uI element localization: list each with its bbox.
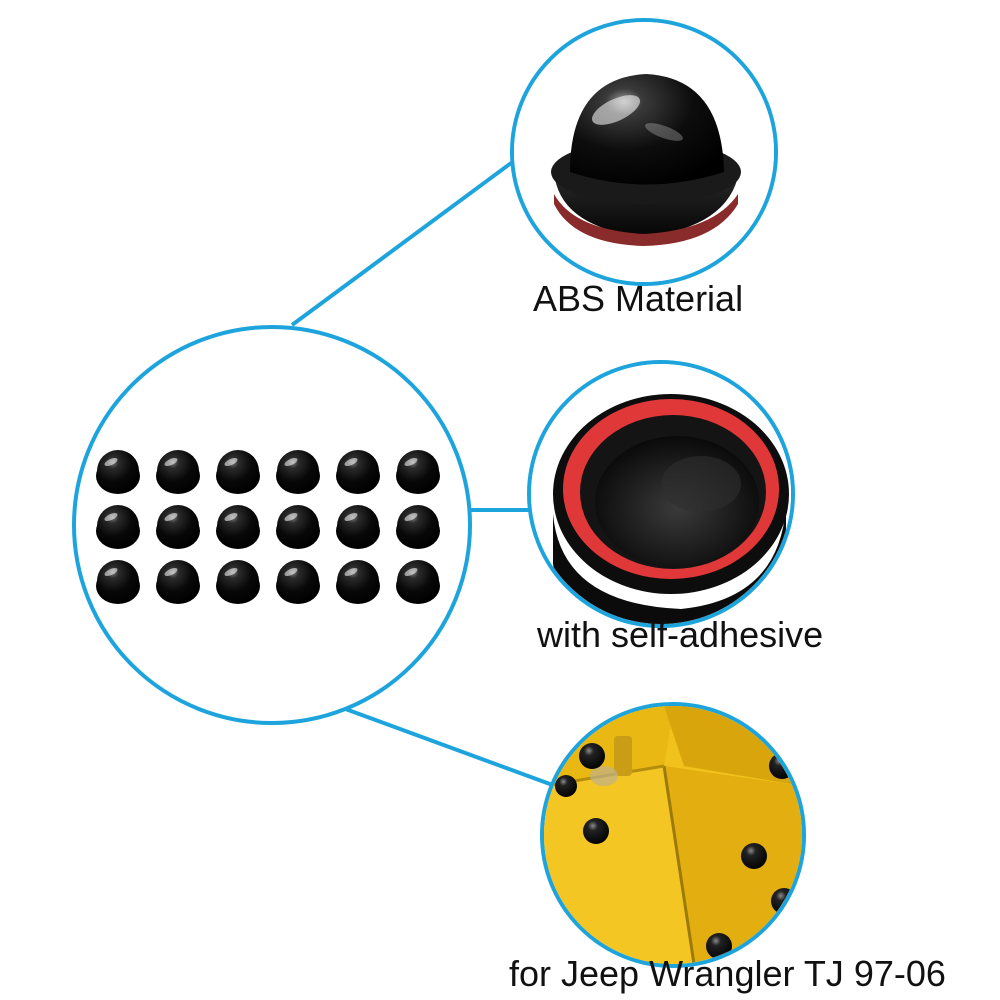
dome-cap	[336, 450, 380, 494]
installed-caps	[555, 743, 797, 959]
dome-cap	[336, 560, 380, 604]
dome-cap	[396, 560, 440, 604]
connector-line-top	[290, 150, 528, 327]
dome-cap	[276, 505, 320, 549]
dome-cap	[156, 505, 200, 549]
dome-cap	[156, 450, 200, 494]
dome-cap	[216, 450, 260, 494]
abs-material-caption: ABS Material	[533, 278, 744, 319]
dome-cap	[216, 505, 260, 549]
product-overview-circle	[72, 325, 472, 725]
abs-material-circle	[510, 18, 778, 286]
connector-line-bottom	[339, 705, 559, 789]
dome-cap	[276, 560, 320, 604]
dome-cap	[96, 450, 140, 494]
dome-cap	[396, 505, 440, 549]
dome-caps-grid	[96, 450, 440, 604]
jeep-installation-circle	[540, 702, 806, 968]
dome-cap	[216, 560, 260, 604]
dome-cap	[156, 560, 200, 604]
dome-cap	[276, 450, 320, 494]
dome-cap	[96, 505, 140, 549]
dome-cap	[336, 505, 380, 549]
jeep-compatibility-caption: for Jeep Wrangler TJ 97-06	[509, 953, 946, 994]
self-adhesive-circle	[527, 360, 795, 628]
caps-installed-on-yellow-jeep-icon	[544, 706, 802, 964]
dome-cap	[96, 560, 140, 604]
dome-cap-bottom-red-adhesive-icon	[531, 364, 791, 624]
self-adhesive-caption: with self-adhesive	[537, 614, 824, 655]
dome-cap-top-view-icon	[514, 22, 774, 282]
dome-cap	[396, 450, 440, 494]
